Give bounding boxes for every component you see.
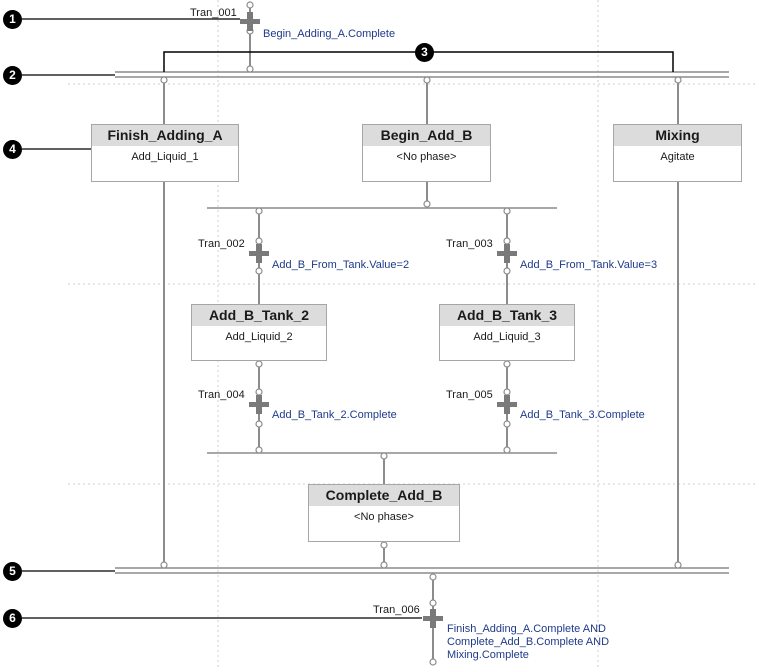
step-phase: Add_Liquid_1 [131,151,199,163]
step-title: Begin_Add_B [363,125,490,146]
transition-name-tran-004: Tran_004 [198,389,245,401]
step-complete-add-b[interactable]: Complete_Add_B <No phase> [308,484,460,542]
step-phase: Add_Liquid_2 [225,331,293,343]
transition-name-tran-006: Tran_006 [373,604,420,616]
transition-marker-tran-003 [497,244,517,263]
transition-markers [240,12,517,628]
transition-name-tran-002: Tran_002 [198,238,245,250]
callout-6: 6 [3,609,22,628]
transition-marker-tran-006 [423,609,443,628]
transition-marker-tran-005 [497,395,517,414]
callout-5: 5 [3,562,22,581]
callout-3: 3 [415,43,434,62]
transition-condition-tran-002[interactable]: Add_B_From_Tank.Value=2 [272,259,410,271]
callout-2: 2 [3,66,22,85]
step-phase: Agitate [660,151,695,163]
callout-1: 1 [3,10,22,29]
transition-name-tran-001: Tran_001 [190,7,237,19]
step-title: Add_B_Tank_2 [192,305,326,326]
transition-condition-tran-001[interactable]: Begin_Adding_A.Complete [263,28,396,40]
step-title: Mixing [614,125,741,146]
grid-lines [68,0,755,668]
step-finish-adding-a[interactable]: Finish_Adding_A Add_Liquid_1 [91,124,239,182]
step-title: Add_B_Tank_3 [440,305,574,326]
step-title: Finish_Adding_A [92,125,238,146]
transition-name-tran-005: Tran_005 [446,389,493,401]
transition-condition-tran-006[interactable]: Finish_Adding_A.Complete AND Complete_Ad… [447,623,609,662]
step-phase: <No phase> [396,151,457,163]
step-mixing[interactable]: Mixing Agitate [613,124,742,182]
condition-line: Finish_Adding_A.Complete AND [447,623,606,635]
step-begin-add-b[interactable]: Begin_Add_B <No phase> [362,124,491,182]
step-add-b-tank-2[interactable]: Add_B_Tank_2 Add_Liquid_2 [191,304,327,361]
step-phase: Add_Liquid_3 [473,331,541,343]
transition-condition-tran-004[interactable]: Add_B_Tank_2.Complete [272,409,397,421]
connection-pins [160,1,682,666]
branch-lines [207,207,557,454]
simultaneous-branch-bars [115,71,729,574]
step-add-b-tank-3[interactable]: Add_B_Tank_3 Add_Liquid_3 [439,304,575,361]
transition-marker-tran-002 [249,244,269,263]
condition-line: Complete_Add_B.Complete AND [447,636,610,648]
step-phase: <No phase> [354,511,414,523]
condition-line: Mixing.Complete [447,649,529,661]
callout-leaders [22,18,422,619]
step-title: Complete_Add_B [309,485,459,506]
transition-marker-tran-004 [249,395,269,414]
callout-4: 4 [3,140,22,159]
transition-name-tran-003: Tran_003 [446,238,493,250]
transition-marker-tran-001 [240,12,260,31]
transition-condition-tran-005[interactable]: Add_B_Tank_3.Complete [520,409,645,421]
transition-condition-tran-003[interactable]: Add_B_From_Tank.Value=3 [520,259,658,271]
